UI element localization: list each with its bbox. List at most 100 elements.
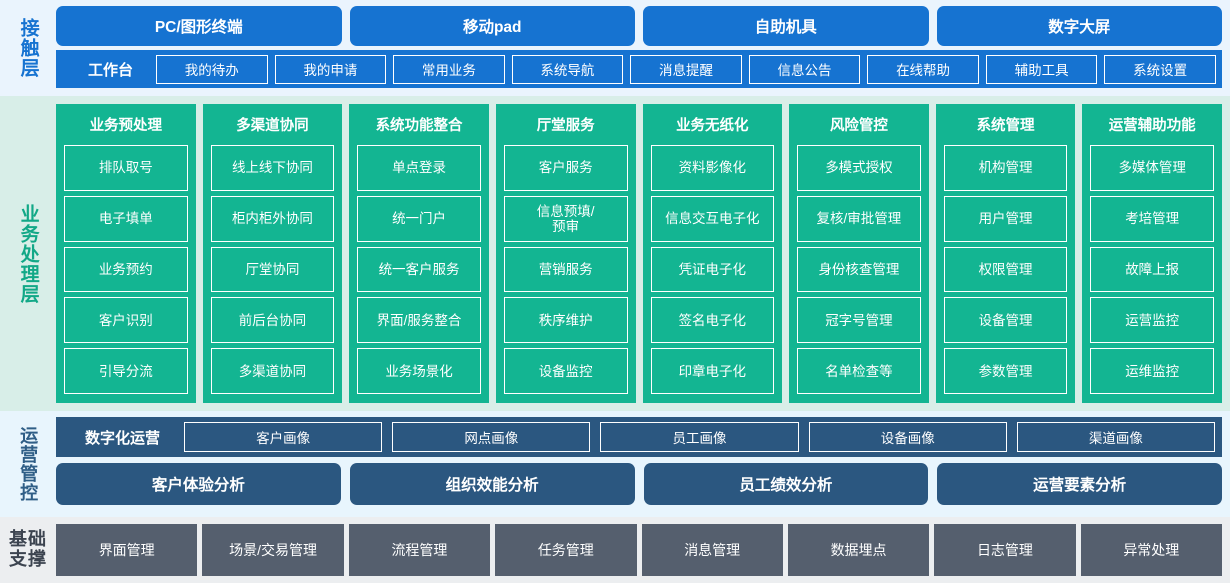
business-item[interactable]: 印章电子化: [650, 348, 775, 394]
workbench-item-announcement[interactable]: 信息公告: [748, 54, 861, 84]
business-item[interactable]: 排队取号: [64, 145, 188, 191]
workbench-item-tools[interactable]: 辅助工具: [985, 54, 1098, 84]
business-item[interactable]: 多媒体管理: [1090, 145, 1214, 191]
foundation-item-data-tracking[interactable]: 数据埋点: [787, 524, 930, 576]
business-item[interactable]: 线上线下协同: [210, 145, 335, 191]
foundation-item-ui-management[interactable]: 界面管理: [56, 524, 198, 576]
business-column-operation-support: 运营辅助功能 多媒体管理 考培管理 故障上报 运营监控 运维监控: [1082, 104, 1222, 403]
layer-contact-label: 接触层: [17, 18, 39, 78]
business-item[interactable]: 单点登录: [357, 145, 481, 191]
digital-operations-title: 数字化运营: [85, 429, 161, 447]
business-column-title: 系统管理: [976, 118, 1035, 134]
business-item[interactable]: 机构管理: [943, 145, 1068, 191]
analysis-customer-experience[interactable]: 客户体验分析: [56, 463, 341, 505]
business-item[interactable]: 厅堂协同: [210, 246, 335, 293]
business-item[interactable]: 统一客户服务: [357, 246, 481, 293]
business-column-paperless: 业务无纸化 资料影像化 信息交互电子化 凭证电子化 签名电子化 印章电子化: [642, 104, 783, 403]
business-item[interactable]: 设备监控: [503, 348, 628, 394]
layer-business: 业务处理层 业务预处理 排队取号 电子填单 业务预约 客户识别 引导分流 多渠道…: [0, 96, 1230, 411]
business-item[interactable]: 前后台协同: [210, 297, 335, 344]
business-item[interactable]: 运维监控: [1090, 348, 1214, 394]
business-column-title: 运营辅助功能: [1108, 118, 1196, 134]
foundation-item-task-management[interactable]: 任务管理: [495, 524, 637, 576]
profile-channel[interactable]: 渠道画像: [1016, 422, 1216, 452]
business-item[interactable]: 凭证电子化: [650, 246, 775, 293]
business-item[interactable]: 客户识别: [64, 297, 188, 344]
business-item[interactable]: 权限管理: [943, 246, 1068, 293]
analysis-row: 客户体验分析 组织效能分析 员工绩效分析 运营要素分析: [56, 463, 1222, 505]
business-item[interactable]: 复核/审批管理: [797, 195, 921, 242]
business-column-title: 风险管控: [829, 118, 888, 134]
profile-employee[interactable]: 员工画像: [600, 422, 799, 452]
workbench-item-common-business[interactable]: 常用业务: [393, 54, 505, 84]
business-item[interactable]: 业务场景化: [357, 348, 481, 394]
business-item[interactable]: 名单检查等: [797, 348, 921, 394]
layer-operations: 运营管控 数字化运营 客户画像 网点画像 员工画像 设备画像 渠道画像 客户体验…: [0, 411, 1230, 517]
business-item[interactable]: 资料影像化: [650, 145, 775, 191]
business-item[interactable]: 参数管理: [943, 348, 1068, 394]
business-item[interactable]: 营销服务: [503, 246, 628, 293]
business-item[interactable]: 冠字号管理: [797, 297, 921, 344]
business-item[interactable]: 信息预填/ 预审: [503, 195, 628, 242]
business-column-risk-control: 风险管控 多模式授权 复核/审批管理 身份核查管理 冠字号管理 名单检查等: [789, 104, 929, 403]
analysis-operation-elements[interactable]: 运营要素分析: [937, 463, 1222, 505]
business-column-title: 业务预处理: [89, 118, 163, 134]
business-column-title: 多渠道协同: [236, 118, 309, 134]
analysis-employee-performance[interactable]: 员工绩效分析: [643, 463, 929, 505]
workbench-item-online-help[interactable]: 在线帮助: [867, 54, 979, 84]
business-item[interactable]: 运营监控: [1090, 297, 1214, 344]
workbench-item-message-alert[interactable]: 消息提醒: [630, 54, 742, 84]
business-column-system-management: 系统管理 机构管理 用户管理 权限管理 设备管理 参数管理: [935, 104, 1076, 403]
business-column-title: 系统功能整合: [375, 118, 463, 134]
business-column-multichannel: 多渠道协同 线上线下协同 柜内柜外协同 厅堂协同 前后台协同 多渠道协同: [202, 104, 343, 403]
business-item[interactable]: 考培管理: [1090, 195, 1214, 242]
workbench-item-my-application[interactable]: 我的申请: [274, 54, 387, 84]
business-item[interactable]: 设备管理: [943, 297, 1068, 344]
business-item[interactable]: 统一门户: [357, 195, 481, 242]
business-item[interactable]: 用户管理: [943, 195, 1068, 242]
channel-box-pc[interactable]: PC/图形终端: [56, 6, 342, 46]
workbench-title: 工作台: [88, 61, 134, 79]
business-item[interactable]: 业务预约: [64, 246, 188, 293]
business-column-preprocessing: 业务预处理 排队取号 电子填单 业务预约 客户识别 引导分流: [56, 104, 196, 403]
profile-customer[interactable]: 客户画像: [184, 422, 383, 452]
business-item[interactable]: 秩序维护: [503, 297, 628, 344]
foundation-item-message-management[interactable]: 消息管理: [641, 524, 783, 576]
business-item[interactable]: 身份核查管理: [797, 246, 921, 293]
layer-foundation: 基础支撑 界面管理 场景/交易管理 流程管理 任务管理 消息管理 数据埋点 日志…: [0, 517, 1230, 583]
business-columns: 业务预处理 排队取号 电子填单 业务预约 客户识别 引导分流 多渠道协同 线上线…: [56, 104, 1222, 403]
layer-business-label: 业务处理层: [17, 203, 39, 304]
business-item[interactable]: 多渠道协同: [210, 348, 335, 394]
layer-operations-label: 运营管控: [18, 425, 39, 502]
business-item[interactable]: 柜内柜外协同: [210, 195, 335, 242]
workbench-item-system-settings[interactable]: 系统设置: [1104, 54, 1216, 84]
layer-business-body: 业务预处理 排队取号 电子填单 业务预约 客户识别 引导分流 多渠道协同 线上线…: [56, 104, 1222, 403]
profile-device[interactable]: 设备画像: [808, 422, 1007, 452]
business-item[interactable]: 信息交互电子化: [650, 195, 775, 242]
layer-contact-body: PC/图形终端 移动pad 自助机具 数字大屏 工作台 我的待办 我的申请 常用…: [56, 6, 1222, 90]
foundation-item-scene-transaction-management[interactable]: 场景/交易管理: [202, 524, 344, 576]
channel-box-digital-screen[interactable]: 数字大屏: [936, 6, 1222, 46]
workbench-item-system-navigation[interactable]: 系统导航: [511, 54, 624, 84]
foundation-item-log-management[interactable]: 日志管理: [934, 524, 1076, 576]
business-item[interactable]: 客户服务: [503, 145, 628, 191]
business-column-system-integration: 系统功能整合 单点登录 统一门户 统一客户服务 界面/服务整合 业务场景化: [349, 104, 489, 403]
business-item[interactable]: 引导分流: [64, 348, 188, 394]
business-item[interactable]: 电子填单: [64, 195, 188, 242]
business-item[interactable]: 界面/服务整合: [357, 297, 481, 344]
business-item[interactable]: 多模式授权: [797, 145, 921, 191]
channel-box-mobile-pad[interactable]: 移动pad: [349, 6, 635, 46]
layer-foundation-label: 基础支撑: [9, 529, 47, 569]
layer-foundation-body: 界面管理 场景/交易管理 流程管理 任务管理 消息管理 数据埋点 日志管理 异常…: [56, 524, 1222, 576]
layer-operations-body: 数字化运营 客户画像 网点画像 员工画像 设备画像 渠道画像 客户体验分析 组织…: [56, 417, 1222, 510]
channel-box-self-service[interactable]: 自助机具: [643, 6, 929, 46]
profile-branch[interactable]: 网点画像: [392, 422, 591, 452]
business-item[interactable]: 签名电子化: [650, 297, 775, 344]
channel-row: PC/图形终端 移动pad 自助机具 数字大屏: [56, 6, 1222, 46]
workbench-item-my-todo[interactable]: 我的待办: [156, 54, 268, 84]
foundation-item-exception-handling[interactable]: 异常处理: [1080, 524, 1222, 576]
foundation-item-process-management[interactable]: 流程管理: [348, 524, 491, 576]
business-item[interactable]: 故障上报: [1090, 246, 1214, 293]
analysis-organizational-efficiency[interactable]: 组织效能分析: [349, 463, 635, 505]
